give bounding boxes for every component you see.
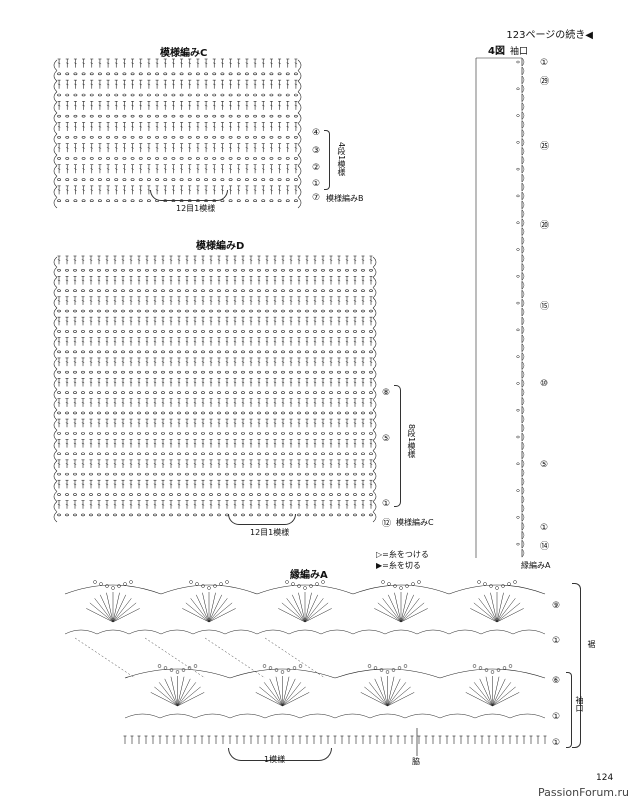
chart-c-repeat-label: 12目1模様 — [176, 204, 216, 213]
chart-c-row-label: ② — [312, 163, 321, 173]
figure-4-row-label: ⑤ — [540, 460, 549, 470]
chart-d-repeat-bracket — [228, 514, 296, 525]
edging-side-mark: 脇 — [412, 757, 420, 766]
figure-4-row-label: ⑳ — [540, 221, 550, 231]
figure-4-subtitle: 袖口 — [510, 47, 529, 57]
legend-attach: ▷=糸をつける — [376, 550, 429, 559]
edging-row-label: ① — [552, 738, 561, 748]
chart-d-bracket-label: 8段1模様 — [407, 424, 416, 459]
watermark: PassionForum.ru — [538, 786, 629, 799]
chart-c-repeat-bracket — [150, 190, 228, 201]
figure-4-row-label: ⑭ — [540, 542, 550, 552]
figure-4-row-label: ① — [540, 523, 549, 533]
chart-c-base-label: 模様編みB — [326, 194, 364, 203]
chart-c-row-label: ③ — [312, 146, 321, 156]
figure-4-row-label: ① — [540, 58, 549, 68]
continuation-note: 123ページの続き◀ — [506, 30, 593, 41]
edging-row-label: ① — [552, 712, 561, 722]
chart-d-title: 模様編みD — [196, 241, 245, 252]
figure-4-column — [475, 57, 525, 558]
chart-d-row-label: ⑫ — [382, 519, 392, 529]
chart-d-base-label: 模様編みC — [396, 518, 434, 527]
edging-row-label: ⑥ — [552, 676, 561, 686]
chart-d-row-label: ⑤ — [382, 434, 391, 444]
chart-d-row-label: ⑧ — [382, 388, 391, 398]
edging-side-outer: 裾 — [587, 640, 596, 648]
figure-4-row-label: ㉕ — [540, 142, 550, 152]
chart-d-repeat-label: 12目1模様 — [250, 528, 290, 537]
figure-4-base-label: 縁編みA — [521, 561, 551, 570]
footer-bar: PassionForum.ru — [0, 784, 633, 800]
figure-4-title: 4図 — [488, 46, 505, 57]
chart-c-bracket-label: 4段1模様 — [337, 142, 346, 177]
chart-c-grid — [53, 58, 302, 209]
chart-c-title: 模様編みC — [160, 48, 208, 59]
edging-inner-bracket — [566, 672, 572, 748]
chart-c-row-label: ④ — [312, 128, 321, 138]
edging-side-inner: 袖口 — [575, 696, 584, 712]
page-number: 124 — [596, 773, 614, 783]
edging-repeat-label: 1模様 — [264, 755, 286, 764]
chart-c-bracket — [324, 130, 330, 190]
chart-d-bracket — [394, 385, 401, 507]
figure-4-row-label: ⑮ — [540, 302, 550, 312]
figure-4-row-label: ㉙ — [540, 77, 550, 87]
legend-cut: ▶=糸を切る — [376, 561, 421, 570]
edging-row-label: ⑨ — [552, 601, 561, 611]
edging-a-chart — [64, 580, 547, 756]
chart-d-grid — [53, 255, 377, 523]
edging-a-title: 縁編みA — [290, 570, 328, 581]
edging-outer-bracket — [572, 583, 581, 748]
figure-4-row-label: ⑩ — [540, 379, 549, 389]
chart-c-row-label: ⑦ — [312, 193, 321, 203]
edging-row-label: ① — [552, 636, 561, 646]
chart-c-row-label: ① — [312, 179, 321, 189]
chart-d-row-label: ① — [382, 499, 391, 509]
